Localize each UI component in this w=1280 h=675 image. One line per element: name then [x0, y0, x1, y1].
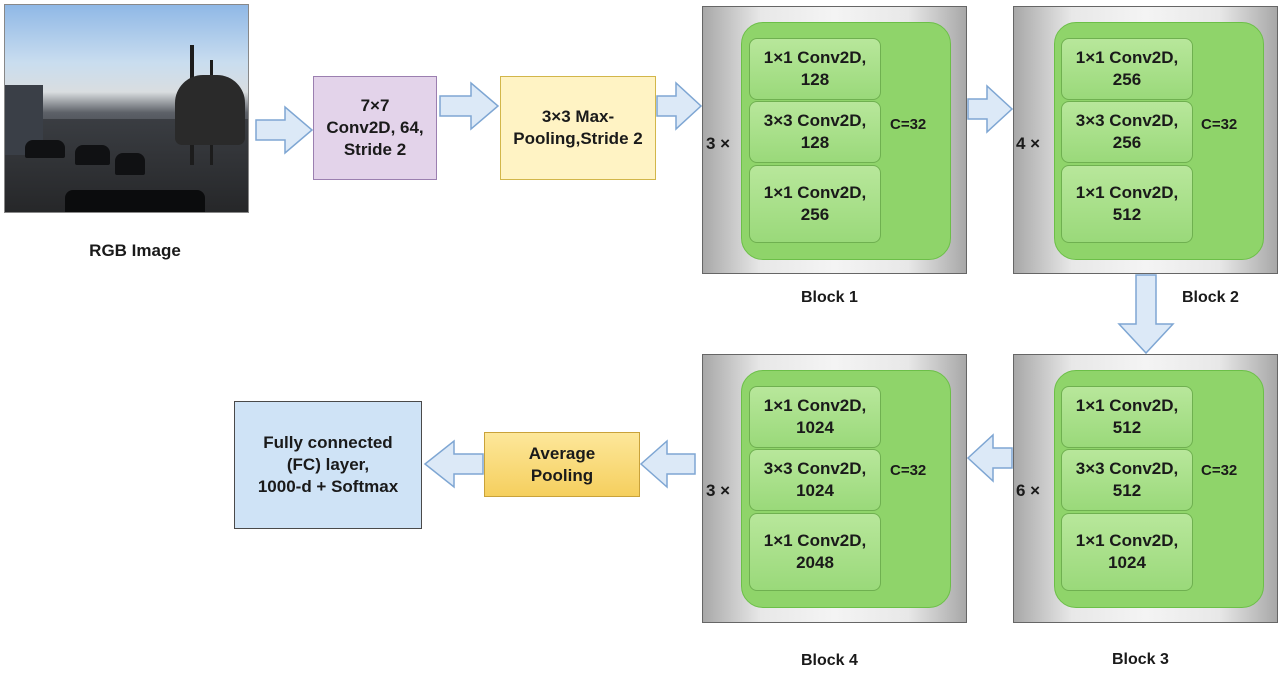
block-2-layer-3: 1×1 Conv2D, 512 [1061, 165, 1193, 243]
block-4-repeat: 3 × [706, 481, 731, 500]
block-1-layer-2: 3×3 Conv2D, 128 [749, 101, 881, 163]
block-3-cardinality: C=32 [1201, 462, 1238, 479]
average-pooling-box: Average Pooling [484, 432, 640, 497]
conv7x7-box: 7×7 Conv2D, 64, Stride 2 [313, 76, 437, 180]
arrow-block3-to-block4 [966, 433, 1013, 483]
block-3-layer-2: 3×3 Conv2D, 512 [1061, 449, 1193, 511]
arrow-conv-to-maxpool [439, 81, 500, 131]
arrow-maxpool-to-block1 [656, 81, 703, 131]
block-3-layer-3: 1×1 Conv2D, 1024 [1061, 513, 1193, 591]
arrow-block4-to-avgpool [639, 439, 696, 489]
arrow-block1-to-block2 [967, 84, 1014, 134]
block-4-layer-1: 1×1 Conv2D, 1024 [749, 386, 881, 448]
block-1-layer-3: 1×1 Conv2D, 256 [749, 165, 881, 243]
block-1-repeat: 3 × [706, 134, 731, 153]
block-3-label: Block 3 [1112, 651, 1169, 668]
block-4-cardinality: C=32 [890, 462, 927, 479]
block-3-repeat: 6 × [1016, 481, 1041, 500]
fc-softmax-box: Fully connected (FC) layer, 1000-d + Sof… [234, 401, 422, 529]
arrow-block2-to-block3 [1117, 274, 1175, 355]
block-4-label: Block 4 [801, 652, 858, 669]
block-2-cardinality: C=32 [1201, 116, 1238, 133]
block-4-layer-2: 3×3 Conv2D, 1024 [749, 449, 881, 511]
block-2-repeat: 4 × [1016, 134, 1041, 153]
block-2-layer-2: 3×3 Conv2D, 256 [1061, 101, 1193, 163]
block-3-layer-1: 1×1 Conv2D, 512 [1061, 386, 1193, 448]
input-image-caption: RGB Image [89, 241, 181, 260]
maxpool-box: 3×3 Max- Pooling,Stride 2 [500, 76, 656, 180]
block-1-label: Block 1 [801, 289, 858, 306]
arrow-image-to-conv [255, 105, 314, 155]
block-1-cardinality: C=32 [890, 116, 927, 133]
arrow-avgpool-to-fc [423, 439, 484, 489]
block-4-layer-3: 1×1 Conv2D, 2048 [749, 513, 881, 591]
block-1-layer-1: 1×1 Conv2D, 128 [749, 38, 881, 100]
block-2-layer-1: 1×1 Conv2D, 256 [1061, 38, 1193, 100]
block-2-label: Block 2 [1182, 289, 1239, 306]
rgb-input-image [4, 4, 249, 213]
